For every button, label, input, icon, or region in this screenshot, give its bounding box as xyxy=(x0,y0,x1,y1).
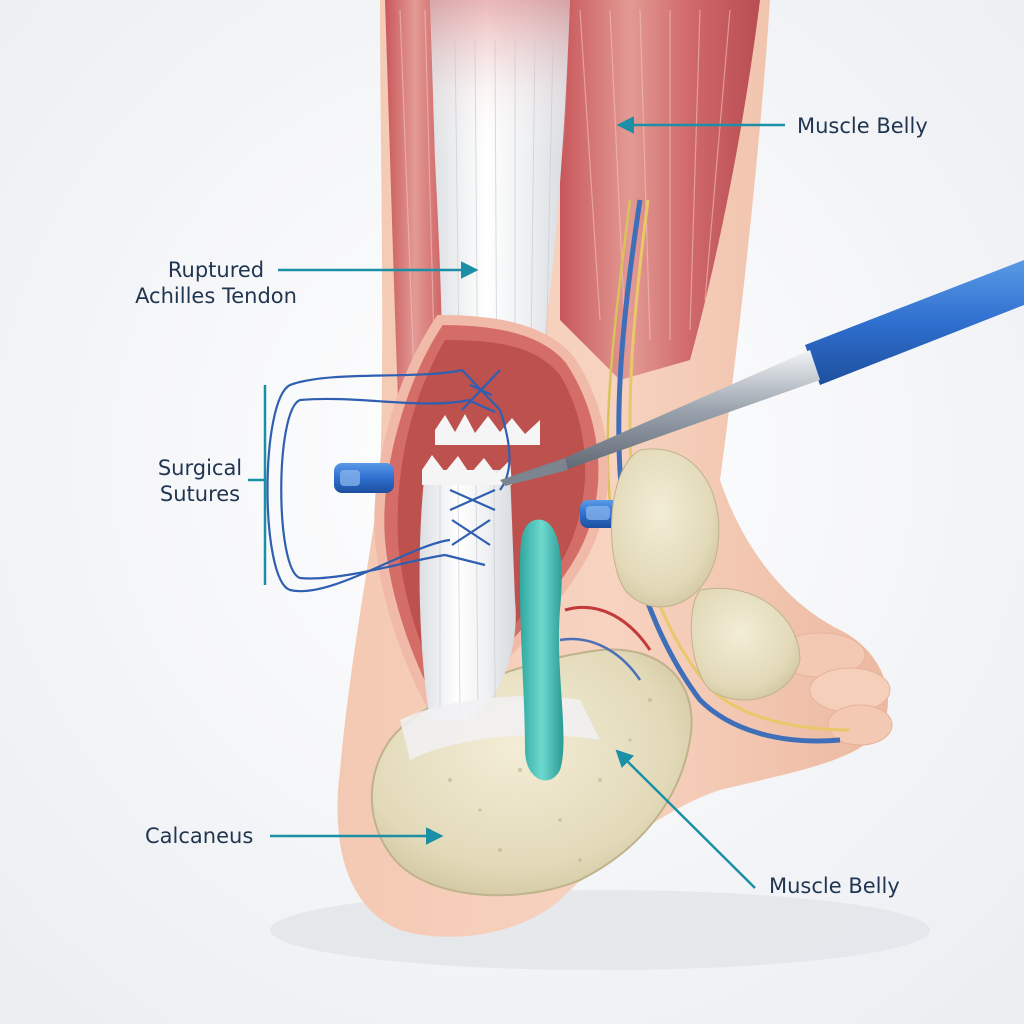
retrocalcaneal-bursa xyxy=(519,519,564,781)
label-calcaneus-text: Calcaneus xyxy=(145,824,254,848)
leader-muscle-belly-bottom xyxy=(615,749,756,889)
label-ruptured-line2: Achilles Tendon xyxy=(135,284,297,308)
talus-bone xyxy=(611,448,720,608)
toe-shape xyxy=(827,704,893,746)
midfoot-bone xyxy=(690,588,801,701)
calf-muscle-right xyxy=(560,0,760,380)
label-muscle-belly-bottom: Muscle Belly xyxy=(769,873,900,899)
label-sutures-line2: Sutures xyxy=(159,482,241,506)
label-surgical-sutures: Surgical Sutures xyxy=(148,455,252,507)
label-calcaneus: Calcaneus xyxy=(145,823,253,849)
surgical-needle-holder xyxy=(500,260,1024,486)
toe-shape xyxy=(809,667,891,713)
label-muscle-belly-bottom-text: Muscle Belly xyxy=(769,874,900,898)
label-muscle-belly-top-text: Muscle Belly xyxy=(797,114,928,138)
surgical-sutures xyxy=(266,368,511,593)
tendon-lower xyxy=(419,470,516,720)
label-ruptured-line1: Ruptured xyxy=(167,258,265,282)
label-sutures-line1: Surgical xyxy=(157,456,243,480)
label-ruptured-achilles-tendon: Ruptured Achilles Tendon xyxy=(124,257,308,309)
label-muscle-belly-top: Muscle Belly xyxy=(797,113,928,139)
